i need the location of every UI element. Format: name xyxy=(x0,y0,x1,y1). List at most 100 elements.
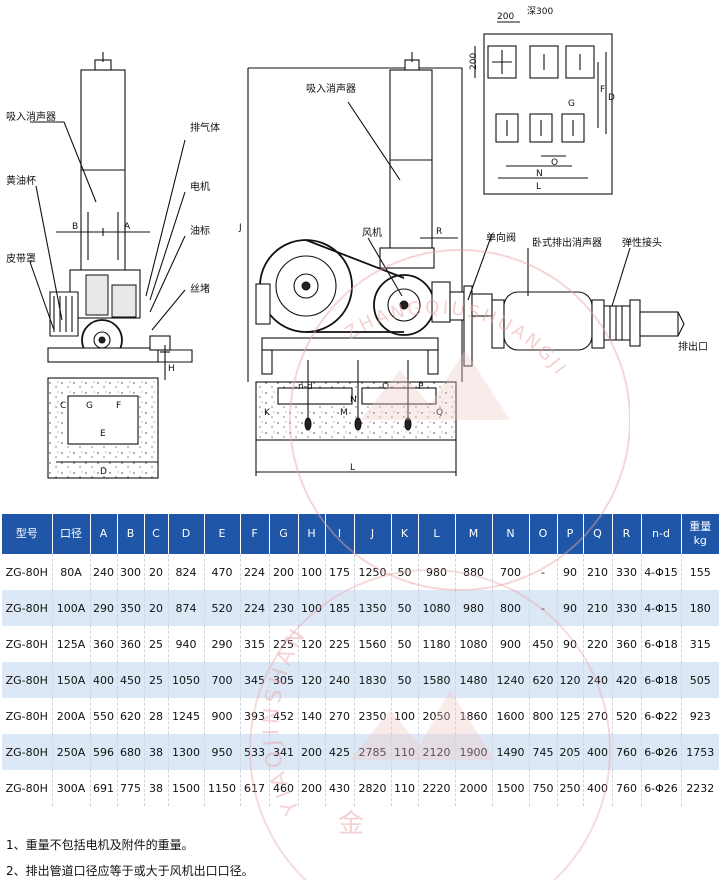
table-cell: 6-Φ26 xyxy=(641,734,682,770)
table-cell: 620 xyxy=(529,662,558,698)
table-cell: 520 xyxy=(204,590,241,626)
table-cell: 300 xyxy=(117,554,145,590)
label-depth: 深300 xyxy=(527,6,553,17)
table-cell: 140 xyxy=(298,698,326,734)
label-blower: 风机 xyxy=(362,226,382,239)
table-cell: ZG-80H xyxy=(2,554,53,590)
table-cell: 220 xyxy=(583,626,613,662)
table-cell: 400 xyxy=(583,734,613,770)
plan-dim-F: F xyxy=(600,85,605,95)
table-cell: 4-Φ15 xyxy=(641,590,682,626)
table-cell: 6-Φ26 xyxy=(641,770,682,806)
note-2: 2、排出管道口径应等于或大于风机出口口径。 xyxy=(6,864,254,878)
table-cell: 120 xyxy=(298,626,326,662)
table-header-cell: E xyxy=(204,514,241,554)
table-cell: 240 xyxy=(325,662,355,698)
table-cell: - xyxy=(529,590,558,626)
table-header-cell: K xyxy=(391,514,419,554)
table-cell: 6-Φ18 xyxy=(641,662,682,698)
table-cell: 345 xyxy=(240,662,270,698)
table-cell: 290 xyxy=(90,590,118,626)
table-cell: 250A xyxy=(52,734,91,770)
table-cell: 1350 xyxy=(354,590,392,626)
table-cell: 1480 xyxy=(455,662,493,698)
table-cell: 150A xyxy=(52,662,91,698)
table-cell: 620 xyxy=(117,698,145,734)
table-header-cell: F xyxy=(240,514,270,554)
table-cell: 617 xyxy=(240,770,270,806)
table-cell: 360 xyxy=(90,626,118,662)
table-cell: 760 xyxy=(612,770,642,806)
table-cell: 2820 xyxy=(354,770,392,806)
label-horizontal-exhaust-silencer: 卧式排出消声器 xyxy=(532,236,602,249)
table-cell: 400 xyxy=(583,770,613,806)
table-cell: 110 xyxy=(391,734,419,770)
table-cell: 330 xyxy=(612,590,642,626)
table-header-cell: I xyxy=(325,514,355,554)
table-cell: 315 xyxy=(240,626,270,662)
table-cell: 305 xyxy=(269,662,299,698)
table-cell: 125A xyxy=(52,626,91,662)
table-cell: 250 xyxy=(557,770,584,806)
label-inlet-silencer-right: 吸入消声器 xyxy=(306,82,356,95)
table-cell: 775 xyxy=(117,770,145,806)
table-cell: 745 xyxy=(529,734,558,770)
anchor-bolts xyxy=(304,360,412,431)
table-cell: 460 xyxy=(269,770,299,806)
table-cell: 470 xyxy=(204,554,241,590)
table-cell: 25 xyxy=(144,626,169,662)
table-cell: 230 xyxy=(269,590,299,626)
table-cell: 240 xyxy=(583,662,613,698)
table-cell: 360 xyxy=(612,626,642,662)
table-cell: 180 xyxy=(681,590,719,626)
label-plug: 丝堵 xyxy=(190,282,210,295)
table-cell: 100 xyxy=(298,554,326,590)
table-cell: 2350 xyxy=(354,698,392,734)
plan-dim-N: N xyxy=(536,169,543,179)
table-cell: 6-Φ18 xyxy=(641,626,682,662)
left-view xyxy=(47,52,193,479)
table-cell: ZG-80H xyxy=(2,626,53,662)
label-oil-gauge: 油标 xyxy=(190,224,210,237)
table-header-cell: H xyxy=(298,514,326,554)
table-cell: 28 xyxy=(144,698,169,734)
table-cell: 550 xyxy=(90,698,118,734)
table-cell: 1080 xyxy=(418,590,456,626)
label-exhaust-body: 排气体 xyxy=(190,121,220,134)
table-cell: 900 xyxy=(492,626,530,662)
table-cell: 1830 xyxy=(354,662,392,698)
table-cell: 1050 xyxy=(168,662,205,698)
table-header-cell: Q xyxy=(583,514,613,554)
table-cell: 200 xyxy=(298,770,326,806)
table-header-cell: B xyxy=(117,514,145,554)
label-belt-guard: 皮带罩 xyxy=(6,252,36,265)
dim-K: K xyxy=(264,408,271,418)
table-cell: 980 xyxy=(455,590,493,626)
table-cell: 315 xyxy=(681,626,719,662)
table-cell: 900 xyxy=(204,698,241,734)
label-outlet: 排出口 xyxy=(678,340,708,353)
table-cell: - xyxy=(529,554,558,590)
table-cell: 100A xyxy=(52,590,91,626)
table-cell: 90 xyxy=(557,590,584,626)
table-cell: 200A xyxy=(52,698,91,734)
plan-dim-O: O xyxy=(551,158,558,168)
dim-N: N xyxy=(350,395,357,405)
table-cell: 1900 xyxy=(455,734,493,770)
dim-G: G xyxy=(86,401,93,411)
table-cell: 1860 xyxy=(455,698,493,734)
table-cell: 1500 xyxy=(168,770,205,806)
label-motor: 电机 xyxy=(190,180,210,193)
table-cell: 38 xyxy=(144,734,169,770)
watermark-char: 金 xyxy=(338,809,364,839)
table-cell: 1250 xyxy=(354,554,392,590)
table-cell: 420 xyxy=(612,662,642,698)
table-cell: 2050 xyxy=(418,698,456,734)
table-cell: 80A xyxy=(52,554,91,590)
installation-drawing: 吸入消声器 排气体 黄油杯 电机 油标 皮带罩 丝堵 吸入消声器 风机 单向阀 … xyxy=(6,6,708,479)
